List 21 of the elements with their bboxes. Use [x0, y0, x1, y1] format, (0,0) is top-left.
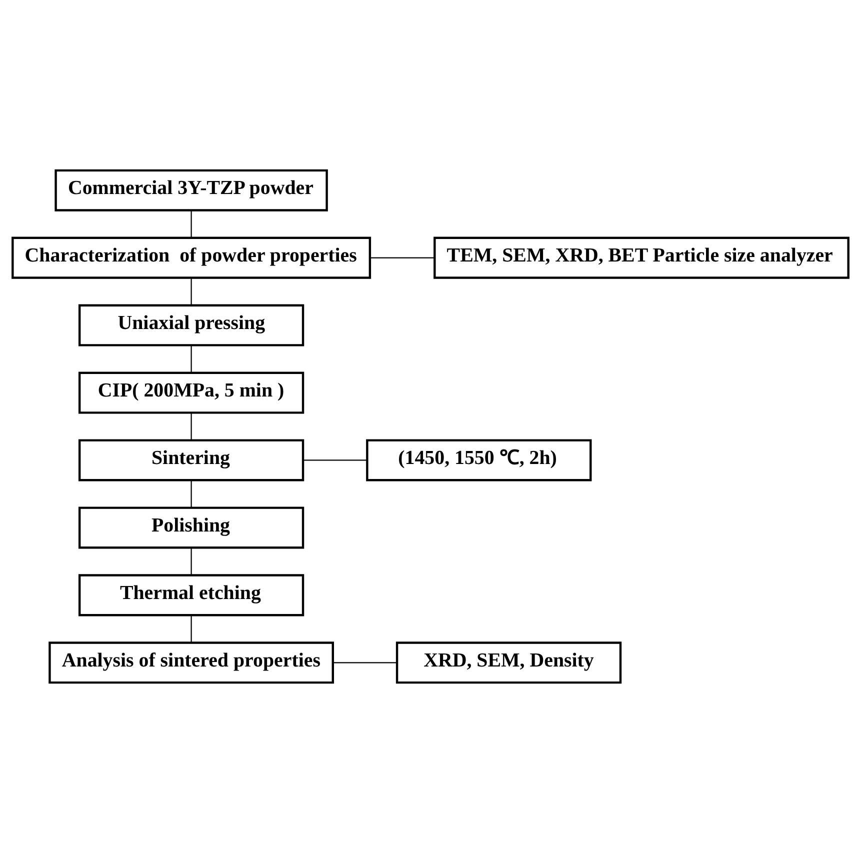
- connector: [190, 346, 192, 373]
- connector: [190, 615, 192, 642]
- node-box: Polishing: [78, 506, 304, 549]
- connector: [190, 548, 192, 575]
- connector: [190, 413, 192, 440]
- connector: [190, 480, 192, 508]
- connector: [303, 460, 367, 461]
- node-box: Thermal etching: [78, 574, 304, 616]
- connector: [190, 210, 192, 238]
- connector: [370, 257, 434, 258]
- node-box: Commercial 3Y-TZP powder: [54, 169, 328, 212]
- node-box: Characterization of powder properties: [12, 236, 372, 279]
- connector: [333, 662, 397, 664]
- node-box: (1450, 1550 ℃, 2h): [366, 439, 592, 482]
- node-box: TEM, SEM, XRD, BET Particle size analyzer: [434, 236, 850, 279]
- node-box: CIP( 200MPa, 5 min ): [78, 372, 304, 414]
- connector: [190, 278, 192, 306]
- node-box: Analysis of sintered properties: [48, 642, 334, 684]
- node-box: Uniaxial pressing: [78, 304, 304, 346]
- node-box: Sintering: [78, 439, 304, 482]
- node-box: XRD, SEM, Density: [396, 642, 622, 684]
